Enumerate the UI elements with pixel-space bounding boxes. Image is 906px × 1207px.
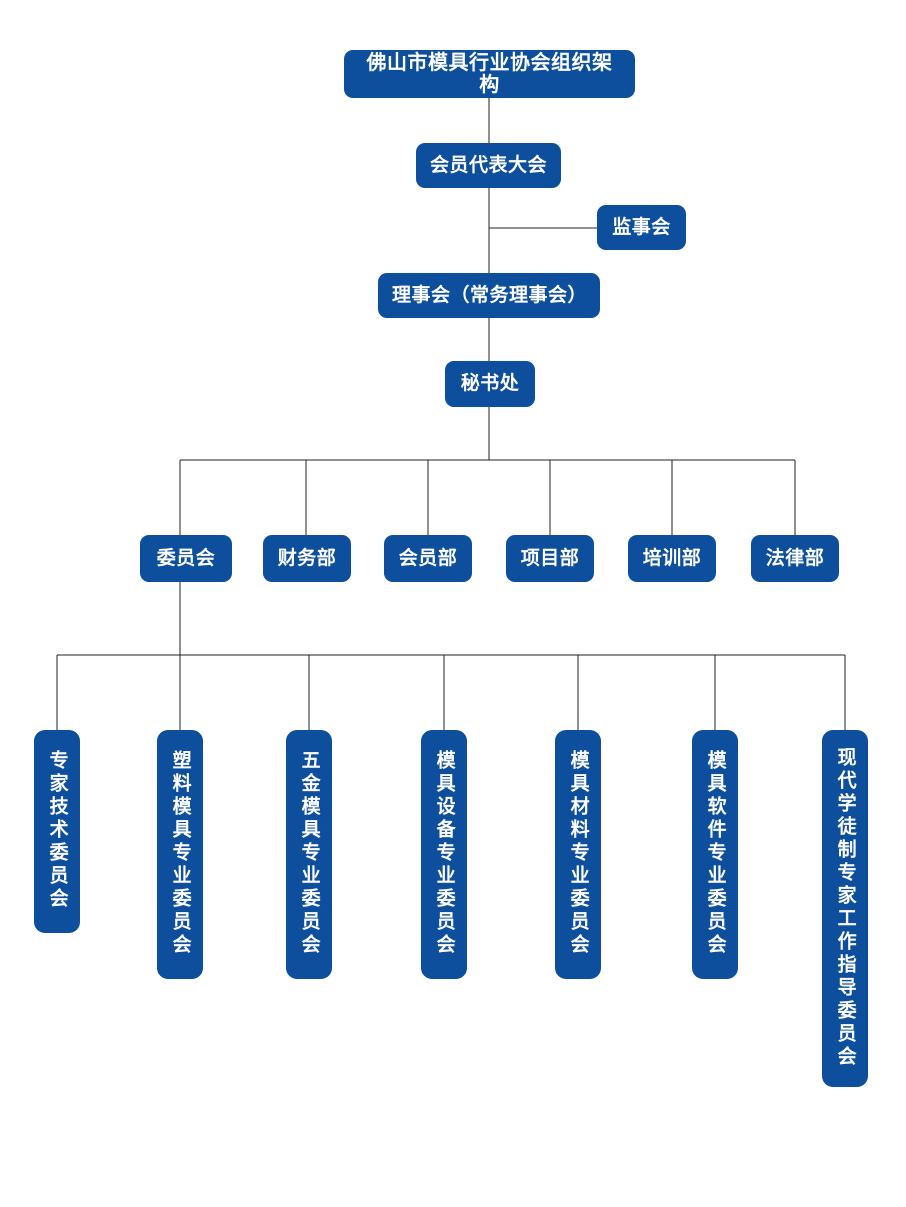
node-department-legal[interactable]: 法律部	[751, 535, 839, 582]
node-committee-modern-apprenticeship[interactable]: 现代学徒制专家工作指导委员会	[822, 730, 868, 1087]
node-committee-plastic-mould[interactable]: 塑料模具专业委员会	[157, 730, 203, 979]
node-department-membership[interactable]: 会员部	[384, 535, 472, 582]
node-supervisory-board[interactable]: 监事会	[597, 205, 686, 250]
node-department-committee[interactable]: 委员会	[140, 535, 232, 582]
node-department-project[interactable]: 项目部	[506, 535, 594, 582]
node-committee-hardware-mould[interactable]: 五金模具专业委员会	[286, 730, 332, 979]
node-title[interactable]: 佛山市模具行业协会组织架构	[344, 50, 635, 98]
node-secretariat[interactable]: 秘书处	[445, 361, 535, 407]
node-department-training[interactable]: 培训部	[628, 535, 716, 582]
node-committee-mould-equipment[interactable]: 模具设备专业委员会	[421, 730, 467, 979]
node-council[interactable]: 理事会（常务理事会）	[378, 273, 600, 318]
node-department-finance[interactable]: 财务部	[263, 535, 351, 582]
node-committee-mould-material[interactable]: 模具材料专业委员会	[555, 730, 601, 979]
node-assembly[interactable]: 会员代表大会	[416, 143, 561, 188]
node-committee-mould-software[interactable]: 模具软件专业委员会	[692, 730, 738, 979]
node-committee-expert-technical[interactable]: 专家技术委员会	[34, 730, 80, 933]
